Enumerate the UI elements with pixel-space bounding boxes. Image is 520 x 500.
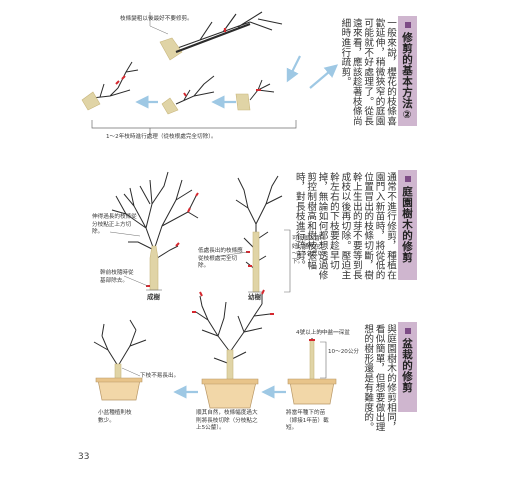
potted-seedling [287, 331, 340, 405]
bracket [91, 120, 297, 129]
label-trunk-sprouts: 幹前枝隨時從基部除去。 [100, 270, 134, 284]
trunk-top [159, 37, 183, 61]
caption-branch-sequence: 1～2年枝時進行處理（從枝根處完全切除）。 [106, 134, 217, 140]
page-number: 33 [78, 452, 90, 462]
label-seedling-height: 10～20公分 [328, 349, 360, 355]
diagram-trees [109, 171, 291, 293]
pot-small [97, 379, 141, 401]
branch-1 [91, 61, 139, 99]
section-heading-basic: 修剪的基本方法② [398, 16, 417, 126]
label-large-pot: 將當年種下的苗（嫁接1年苗）截短。 [286, 410, 329, 432]
tree-young [235, 175, 283, 293]
label-height-range: 可依個人喜好，通常在1～1.5公尺以下。 [292, 236, 324, 265]
label-medium-pot: 順其自然，枝條幅度過大則將長枝切除（分枝點之上5公釐）。 [196, 410, 258, 432]
section-body-basic: 一般來說，櫻花的枝條喜歡延伸，稍微狹窄的庭園可能就不好處理了。從長遠來看，應該趁… [339, 18, 396, 126]
section-heading-garden: 庭園樹木的修剪 [398, 170, 417, 280]
potted-small [93, 319, 147, 401]
diagram-potted [93, 289, 340, 409]
branch-3 [249, 79, 275, 101]
section-heading-bonsai: 盆栽的修剪 [398, 322, 417, 412]
tree-mature [111, 171, 199, 291]
branch-2 [175, 75, 215, 105]
section-body-garden: 通常不進行修剪，種植在園門入新苗時，將從低的位置冒出的枝條切斷，樹幹上生出的芽不… [293, 172, 396, 280]
potted-medium [192, 289, 274, 409]
arrow [309, 64, 339, 89]
label-low-branch: 低處長出的枝條應從枝根處完全切除。 [198, 248, 243, 270]
label-thick-branch: 枝條變粗以後最好不要修剪。 [120, 16, 193, 22]
pot-medium [203, 381, 257, 409]
label-no-low-branch: 下枝不易長出。 [140, 373, 180, 379]
diagram-branch-sequence [81, 11, 339, 134]
label-small-pot: 小盆種植則枝數少。 [98, 410, 132, 424]
label-young-tree: 幼樹 [248, 293, 261, 301]
branch-top [171, 11, 283, 51]
label-long-branch: 伸得過長的枝條從分枝點正上方切除。 [92, 214, 137, 236]
section-body-bonsai: 與庭園樹木的修剪相同，看似簡單，但想要做出理想的樹形還是有難度的。 [362, 324, 396, 432]
arrow [286, 55, 301, 83]
label-mature-tree: 成樹 [147, 293, 160, 301]
label-pot-depth: 4號以上的中盆一深盆 [296, 330, 350, 336]
pot-large [289, 381, 335, 405]
